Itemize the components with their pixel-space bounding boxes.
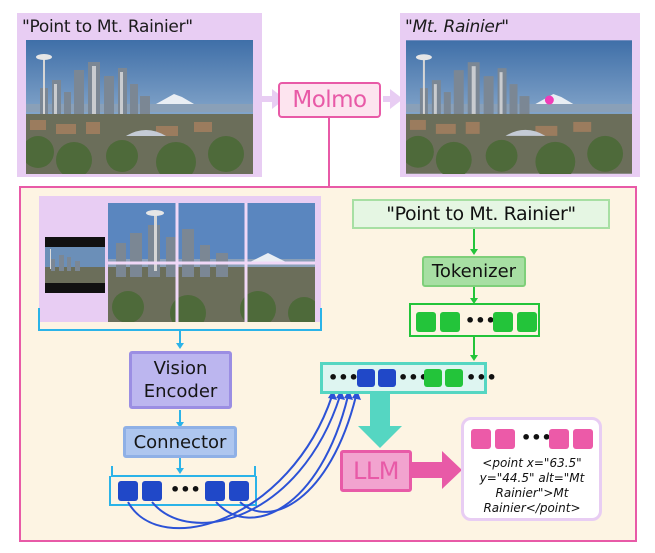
tokens-to-sequence-arrowhead	[470, 355, 478, 361]
output-token-3	[549, 429, 569, 449]
grid-photo	[108, 203, 315, 322]
arrow-from-molmo	[383, 89, 403, 109]
prompt-text: "Point to Mt. Rainier"	[386, 203, 576, 225]
vision-token-curves	[127, 395, 357, 530]
output-token-1	[471, 429, 491, 449]
llm-box: LLM	[340, 450, 412, 492]
output-image	[406, 40, 632, 174]
sequence-ellipsis-right: •••	[466, 368, 497, 387]
sequence-ellipsis-middle: •••	[398, 368, 429, 387]
vision-tokens-bracket-top	[111, 466, 256, 477]
text-tokens-ellipsis: •••	[465, 311, 496, 330]
sequence-text-token-1	[424, 369, 442, 387]
sequence-vision-token-2	[378, 369, 396, 387]
text-token-2	[440, 312, 460, 332]
seattle-skyline-photo-annotated	[406, 40, 632, 174]
connector-to-tokens-arrowhead	[176, 468, 184, 474]
vision-tokens-ellipsis: •••	[170, 480, 201, 499]
sequence-text-token-2	[445, 369, 463, 387]
output-text: <point x="63.5" y="44.5" alt="Mt Rainier…	[479, 456, 585, 515]
output-caption-quote-close: "	[501, 17, 509, 37]
output-caption-text: Mt. Rainier	[412, 17, 502, 37]
arrow-to-molmo	[262, 89, 285, 109]
tokenizer-box: Tokenizer	[422, 256, 526, 287]
llm-label: LLM	[353, 457, 399, 485]
sequence-vision-token-1	[357, 369, 375, 387]
text-tokens-bracket-top	[409, 303, 540, 312]
cropped-grid-image	[108, 203, 315, 322]
text-token-3	[493, 312, 513, 332]
llm-to-output-arrow	[412, 451, 462, 489]
output-caption-quote-open: "	[405, 17, 413, 37]
pink-dot-icon	[544, 95, 554, 105]
vision-token-4	[229, 481, 249, 501]
prompt-box: "Point to Mt. Rainier"	[352, 199, 610, 229]
text-token-1	[416, 312, 436, 332]
output-token-2	[495, 429, 515, 449]
connector-box: Connector	[123, 426, 237, 458]
tokenizer-to-tokens-arrowhead	[470, 298, 478, 304]
crops-to-encoder-arrowhead	[176, 343, 184, 349]
output-tokens-ellipsis: •••	[521, 428, 552, 447]
vision-encoder-label: Vision Encoder	[143, 358, 218, 402]
tokenizer-label: Tokenizer	[431, 261, 517, 282]
connector-label: Connector	[133, 431, 227, 453]
vision-tokens-bracket	[109, 476, 257, 506]
seattle-skyline-photo	[26, 40, 253, 174]
vision-token-3	[205, 481, 225, 501]
molmo-box: Molmo	[278, 82, 381, 118]
vision-encoder-box: Vision Encoder	[129, 351, 232, 409]
image-crops-bracket	[38, 308, 322, 331]
sequence-ellipsis-left: •••	[328, 368, 359, 387]
thumbnail-photo	[45, 237, 105, 293]
input-image	[26, 40, 253, 174]
sequence-to-llm-arrow	[358, 394, 402, 448]
input-caption: "Point to Mt. Rainier"	[22, 17, 193, 37]
output-token-4	[573, 429, 593, 449]
vision-curve-arrowheads	[328, 390, 361, 400]
thumbnail-image	[45, 237, 105, 293]
molmo-label: Molmo	[292, 87, 367, 113]
prompt-to-tokenizer-arrowhead	[470, 249, 478, 255]
text-token-4	[517, 312, 537, 332]
vision-token-1	[118, 481, 138, 501]
encoder-to-connector-arrowhead	[176, 422, 184, 428]
vision-token-2	[142, 481, 162, 501]
output-caption: "Mt. Rainier"	[405, 17, 509, 37]
